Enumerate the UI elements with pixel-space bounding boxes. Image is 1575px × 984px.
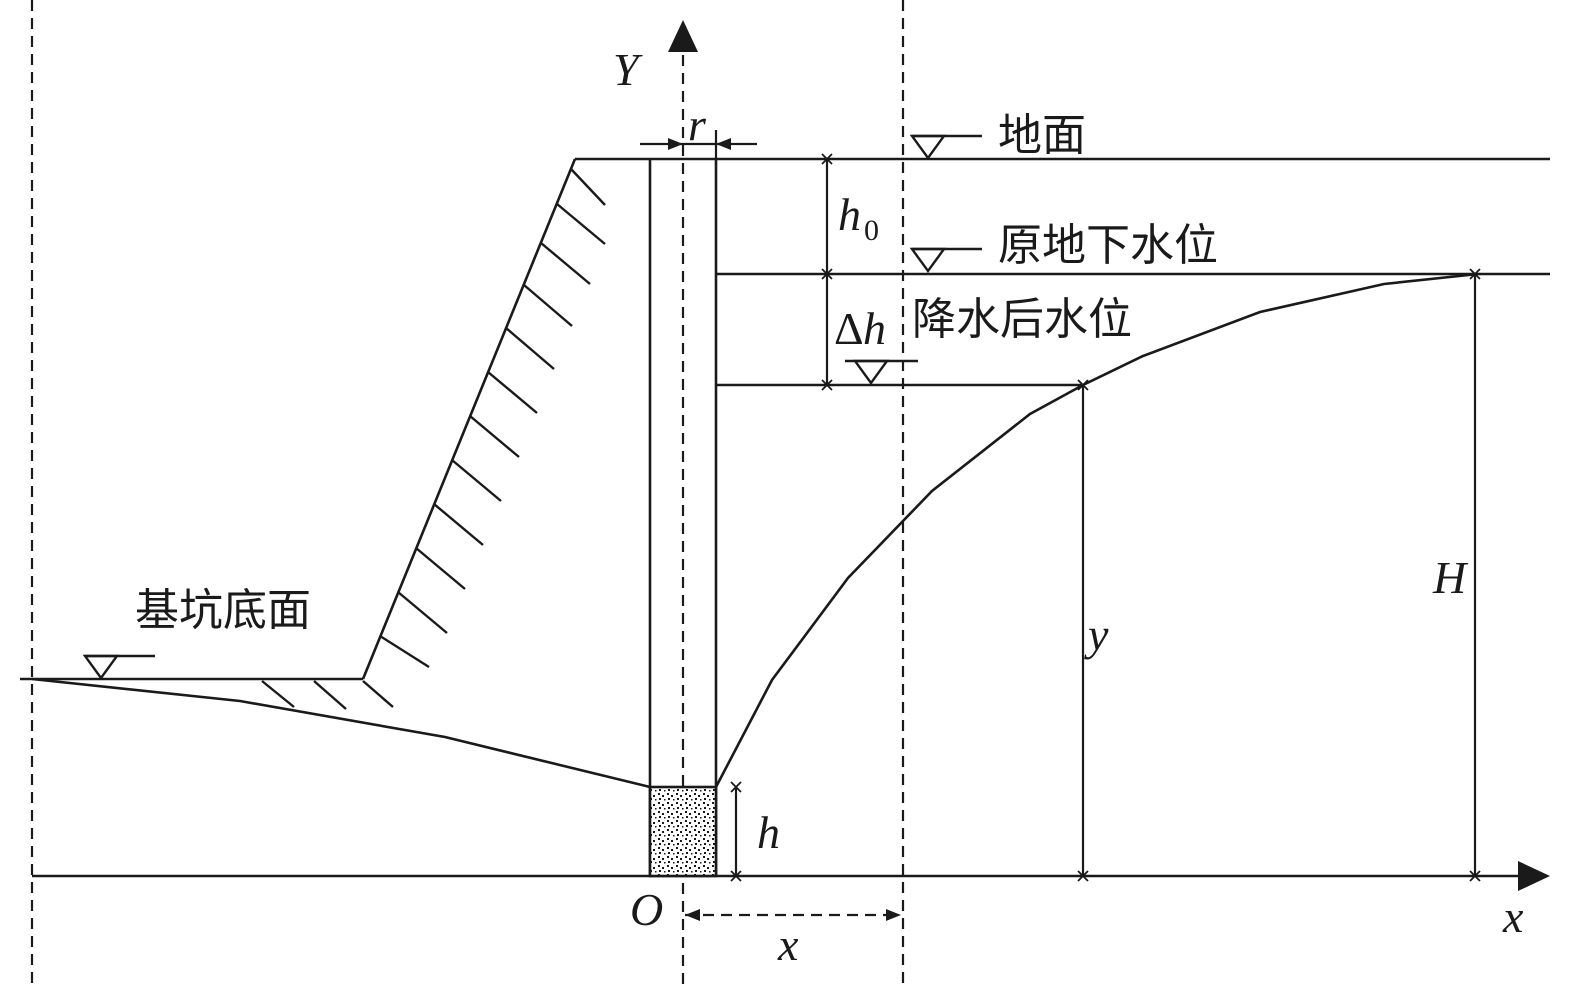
svg-text:h: h — [838, 189, 861, 240]
ground-level-symbol — [909, 134, 982, 161]
y-label: y — [1084, 609, 1109, 660]
x-dim-arrow-left — [685, 909, 700, 921]
ground-label: 地面 — [998, 110, 1086, 161]
x-axis-label: x — [1502, 891, 1524, 942]
delta-h-label: Δ h — [834, 303, 886, 354]
svg-text:0: 0 — [864, 214, 879, 247]
pit-bottom-label: 基坑底面 — [135, 585, 311, 636]
pit-bottom-level-symbol — [82, 654, 155, 681]
h0-label: h 0 — [838, 189, 879, 247]
radius-arrowhead-left — [668, 138, 683, 150]
slope-hatching — [379, 168, 606, 669]
h-label: h — [757, 807, 780, 858]
x-dim-arrow-right — [886, 909, 901, 921]
H-label: H — [1432, 552, 1469, 603]
x-axis-arrowhead — [1518, 861, 1550, 891]
lowered-water-level-symbol — [845, 359, 918, 386]
excavation-slope-line — [361, 158, 577, 680]
original-water-level-symbol — [909, 247, 982, 274]
lowered-water-level-label: 降水后水位 — [912, 294, 1132, 345]
svg-text:h: h — [863, 303, 886, 354]
x-distance-label: x — [777, 919, 799, 970]
original-water-level-label: 原地下水位 — [998, 220, 1218, 271]
y-axis-arrowhead — [668, 20, 698, 52]
well-filter-gravel — [648, 785, 718, 878]
radius-label: r — [688, 99, 707, 150]
left-drawdown-curve — [31, 677, 651, 789]
right-drawdown-curve — [714, 272, 1479, 788]
radius-arrowhead-right — [716, 138, 731, 150]
svg-text:Δ: Δ — [834, 303, 864, 354]
pit-bottom-hatching — [261, 680, 394, 710]
origin-label: O — [630, 884, 663, 935]
y-axis-label: Y — [613, 44, 643, 95]
